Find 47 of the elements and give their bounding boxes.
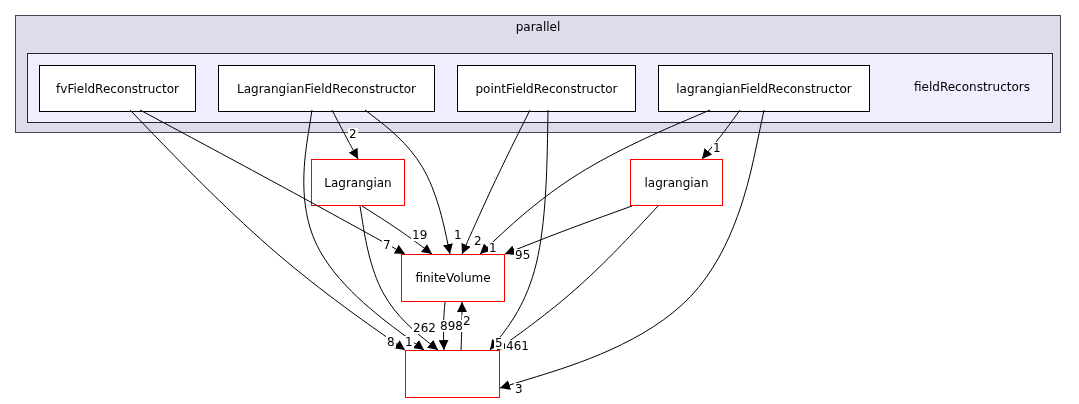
edge-label: 461: [505, 340, 530, 352]
edge-label: 1: [488, 242, 498, 254]
dependency-arrow: [139, 109, 406, 255]
dependency-arrow: [303, 109, 425, 351]
dependency-arrow: [364, 109, 453, 255]
directory-box: [630, 159, 723, 206]
edge-label: 5: [494, 337, 504, 349]
edge-label: 2: [473, 235, 483, 247]
directory-name: pointFieldReconstructor: [475, 81, 618, 96]
edge-label: 1: [404, 336, 414, 348]
dependency-arrow: [331, 109, 359, 160]
directory-box: [39, 65, 196, 112]
directory-box: [401, 254, 505, 302]
directory-box: [405, 350, 500, 398]
edge-label: 8: [386, 336, 396, 348]
dependency-arrow: [129, 109, 406, 351]
edge-label: 898: [439, 320, 464, 332]
directory-box: [218, 65, 435, 112]
directory-name: finiteVolume: [415, 271, 491, 285]
dependency-arrow: [496, 205, 659, 351]
directory-name: fieldReconstructors: [914, 80, 1030, 94]
edge-label: 262: [412, 322, 437, 334]
directory-name: fvFieldReconstructor: [56, 81, 179, 96]
dependency-arrow: [701, 109, 741, 160]
dependency-arrow: [489, 109, 549, 351]
directory-box: [658, 65, 870, 112]
edge-label: 1: [453, 229, 463, 241]
directory-group: [27, 53, 1053, 123]
edge-label: 1: [712, 142, 722, 154]
directory-name: Lagrangian: [324, 175, 392, 190]
directory-name: parallel: [514, 20, 562, 34]
directory-name: lagrangianFieldReconstructor: [676, 81, 852, 96]
directory-name: lagrangian: [644, 175, 709, 190]
edge-label: 2: [462, 315, 472, 327]
directory-box: [311, 159, 405, 206]
dependency-arrow: [461, 109, 531, 255]
dependency-arrow: [359, 205, 439, 351]
edge-label: 95: [514, 249, 532, 261]
edge-label: 19: [411, 229, 429, 241]
directory-box: [457, 65, 636, 112]
dependency-arrow: [504, 205, 633, 255]
dependency-arrow: [499, 109, 765, 390]
dependency-arrow: [361, 205, 433, 255]
edge-label: 7: [382, 239, 392, 251]
directory-name: LagrangianFieldReconstructor: [237, 81, 416, 96]
edge-label: 2: [348, 128, 358, 140]
edge-label: 3: [514, 383, 524, 395]
